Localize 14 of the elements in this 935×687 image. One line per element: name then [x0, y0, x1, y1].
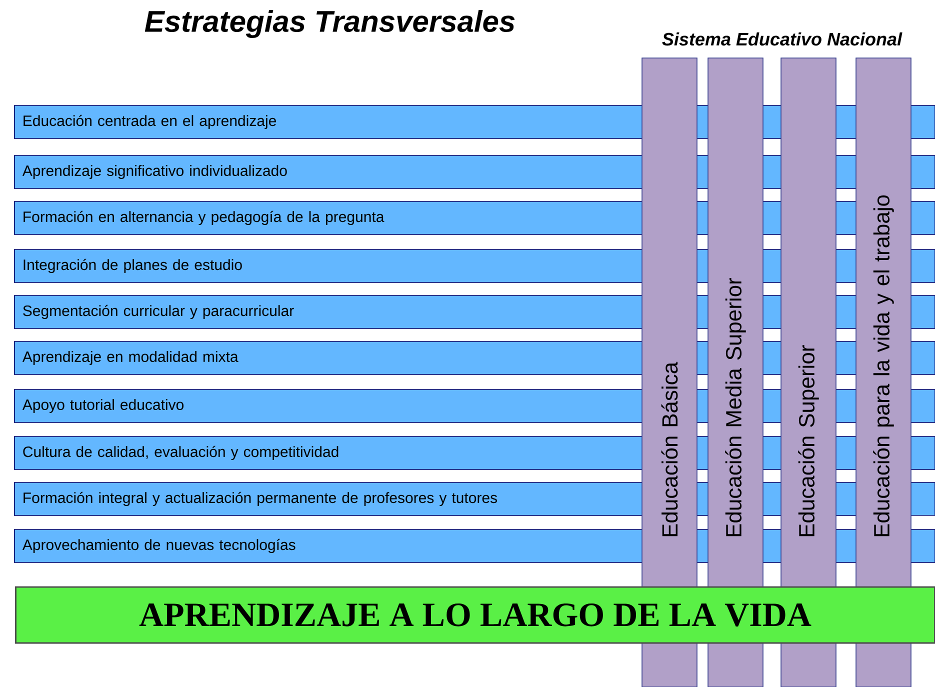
strategy-bar: Integración de planes de estudio	[14, 249, 646, 283]
strategy-bar: Formación integral y actualización permanente de profesores y tutores	[14, 482, 646, 516]
title: Estrategias Transversales	[144, 10, 515, 38]
system-column: Educación para la vida y el trabajo	[856, 58, 912, 687]
strategy-bar: Aprendizaje significativo individualizado	[14, 155, 646, 189]
strategy-bar: Apoyo tutorial educativo	[14, 389, 646, 423]
strategy-bar: Aprendizaje en modalidad mixta	[14, 341, 646, 375]
strategy-bar: Aprovechamiento de nuevas tecnologías	[14, 529, 646, 563]
strategy-bar: Educación centrada en el aprendizaje	[14, 105, 646, 139]
banner: APRENDIZAJE A LO LARGO DE LA VIDA	[15, 586, 935, 644]
strategy-bar: Cultura de calidad, evaluación y competitividad	[14, 436, 646, 470]
column-heading: Sistema Educativo Nacional	[662, 32, 902, 46]
strategy-bar: Formación en alternancia y pedagogía de la pregunta	[14, 201, 646, 235]
strategy-bar: Segmentación curricular y paracurricular	[14, 295, 646, 329]
